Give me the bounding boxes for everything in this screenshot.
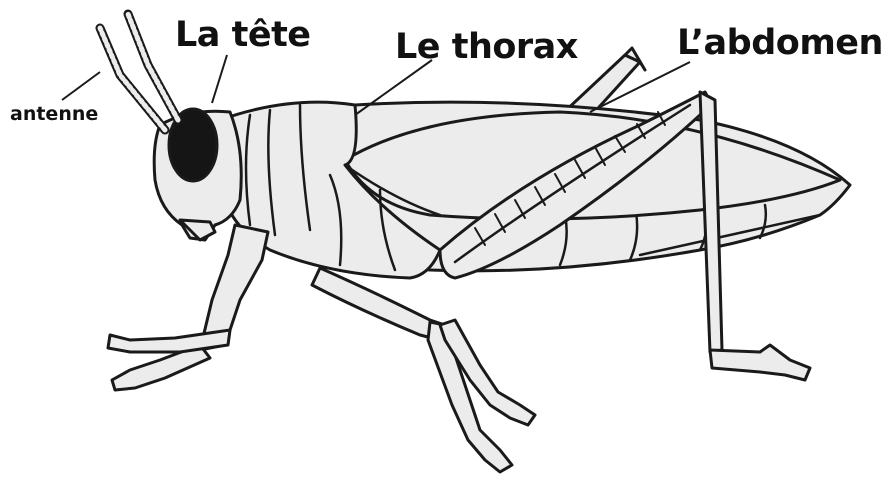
antenne-leader-line: [62, 72, 100, 100]
label-antenne: antenne: [10, 105, 98, 124]
label-abdomen: L’abdomen: [677, 26, 883, 61]
front-leg: [108, 225, 268, 390]
tete-leader-line: [212, 55, 227, 103]
label-tete: La tête: [175, 18, 311, 53]
label-thorax: Le thorax: [395, 30, 578, 65]
antennae: [100, 14, 178, 130]
middle-leg: [312, 268, 535, 472]
